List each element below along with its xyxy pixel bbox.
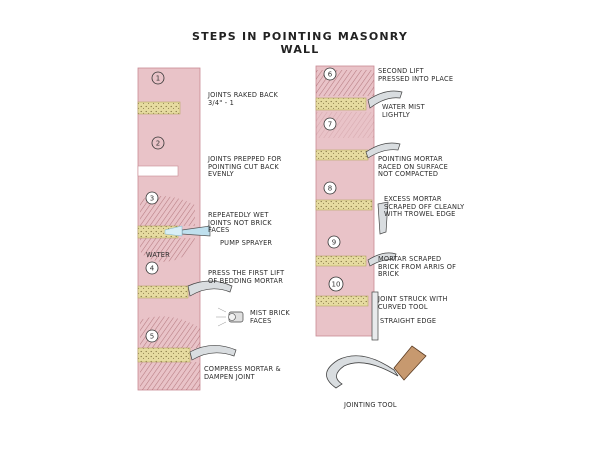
step-number-marker: 5 — [145, 329, 159, 343]
brick-hatch — [140, 362, 200, 390]
water-spray — [164, 225, 183, 237]
step-number: 5 — [150, 333, 154, 341]
step-label-5: Compress mortar & dampen joint — [204, 365, 281, 381]
left-wall-column: 1 2 3 4 5 — [137, 67, 244, 391]
mist-brick-faces-label: Mist brick faces — [250, 309, 290, 325]
mortar-joint — [137, 165, 179, 177]
step-number: 10 — [332, 281, 341, 289]
jointing-tool-illustration — [326, 345, 427, 389]
step-number: 3 — [150, 195, 154, 203]
step-number: 1 — [156, 75, 160, 83]
brick-hatch — [140, 238, 195, 262]
mortar-joint — [137, 101, 181, 115]
trowel-edge — [377, 201, 389, 235]
mortar-joint — [315, 295, 369, 307]
page-title: Steps in Pointing Masonry Wall — [191, 30, 409, 56]
trowel-tool — [367, 252, 397, 267]
pump-sprayer-label: Pump sprayer — [220, 239, 273, 247]
step-label-3: Repeatedly wet joints not brick faces — [208, 211, 272, 235]
step-label-10: Joint struck with curved tool — [378, 295, 448, 311]
step-number: 6 — [328, 71, 333, 79]
step-label-2: Joints prepped for pointing cut back eve… — [208, 155, 282, 179]
step-label-7: Water mist lightly — [382, 103, 425, 119]
step-number-marker: 1 — [151, 71, 165, 85]
jointing-tool-label: Jointing tool — [344, 401, 397, 409]
straight-edge-label: Straight edge — [380, 317, 437, 325]
step-number-marker: 4 — [145, 261, 159, 275]
mortar-joint — [315, 149, 369, 161]
step-label-8: Pointing mortar raced on surface not com… — [378, 155, 449, 179]
step-label-4: Press the first lift of bedding mortar — [208, 269, 285, 285]
step-number-marker: 8 — [323, 181, 337, 195]
mortar-joint — [315, 255, 367, 267]
step-number: 7 — [328, 121, 332, 129]
straight-edge-tool — [371, 291, 379, 341]
right-wall-column: 6 7 8 9 10 — [315, 65, 427, 389]
mortar-joint — [137, 285, 189, 299]
trowel-tool — [367, 90, 403, 109]
excess-mortar-label: Excess mortar scraped off cleanly with t… — [384, 195, 465, 219]
mist-sprayer-icon — [216, 307, 244, 327]
step-number: 2 — [156, 140, 160, 148]
step-number-marker: 7 — [323, 117, 337, 131]
step-label-1: Joints raked back 3/4" - 1 — [208, 91, 279, 107]
mortar-joint — [315, 97, 367, 111]
trowel-tool — [365, 142, 401, 159]
water-label: Water — [146, 251, 170, 259]
trowel-tool — [187, 280, 233, 297]
jointer-tool — [189, 345, 237, 361]
mortar-joint — [315, 199, 373, 211]
step-number: 9 — [332, 239, 336, 247]
step-number-marker: 3 — [145, 191, 159, 205]
step-number: 8 — [328, 185, 332, 193]
mortar-joint — [137, 347, 191, 363]
step-number: 4 — [150, 265, 155, 273]
step-label-9: Mortar scraped brick from arris of brick — [378, 255, 457, 279]
step-number-marker: 10 — [328, 276, 344, 292]
step-label-6: Second lift pressed into place — [378, 67, 454, 83]
step-number-marker: 6 — [323, 67, 337, 81]
step-number-marker: 2 — [151, 136, 165, 150]
step-number-marker: 9 — [327, 235, 341, 249]
